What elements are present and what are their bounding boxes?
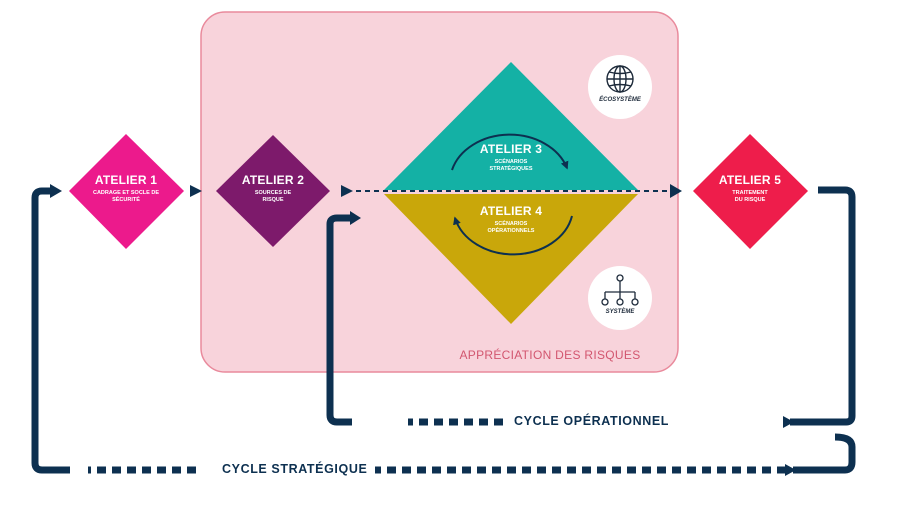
operational-cycle-loop: [326, 186, 856, 426]
atelier-1-diamond: [69, 134, 184, 249]
arrow-4-to-5: [670, 184, 682, 198]
strategic-arrowhead-in: [50, 184, 62, 198]
globe-icon: [606, 65, 634, 93]
strategic-cycle-label: CYCLE STRATÉGIQUE: [214, 462, 376, 476]
strategic-cycle-loop: [31, 187, 856, 474]
operational-cycle-label: CYCLE OPÉRATIONNEL: [506, 414, 678, 428]
system-label: SYSTÈME: [605, 309, 635, 315]
operational-arrowhead-right: [783, 416, 794, 428]
arrow-2-to-3: [341, 185, 353, 197]
system-badge: [588, 266, 652, 330]
ecosystem-label: ÉCOSYSTÈME: [599, 97, 641, 103]
network-icon: [601, 274, 639, 306]
ecosystem-badge: [588, 55, 652, 119]
atelier-2-diamond: [216, 135, 330, 247]
strategic-arrowhead-right: [785, 464, 796, 476]
risk-appreciation-title: APPRÉCIATION DES RISQUES: [459, 348, 641, 362]
operational-arrowhead-in: [350, 211, 361, 225]
atelier-5-diamond: [693, 134, 808, 249]
arrow-1-to-2: [190, 185, 202, 197]
atelier-4-triangle: [384, 194, 638, 324]
atelier-3-triangle: [384, 62, 638, 190]
atelier-4-cycle-arrow: [453, 215, 573, 256]
atelier-3-cycle-arrow: [451, 133, 569, 171]
